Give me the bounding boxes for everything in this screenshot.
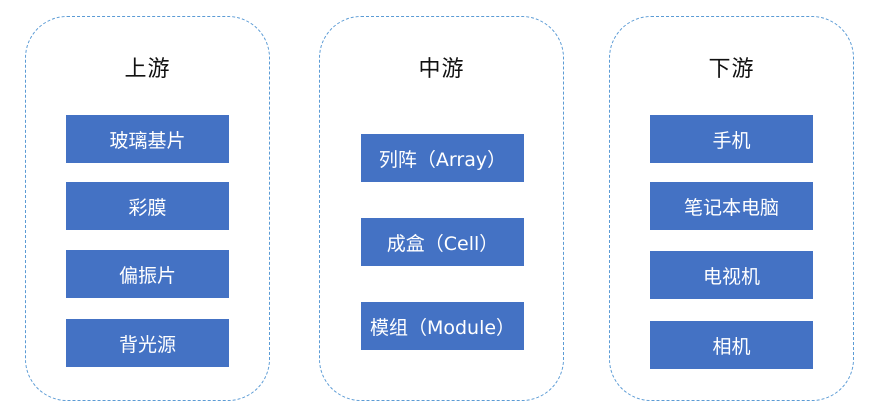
downstream-title: 下游 — [708, 57, 755, 82]
upstream-item-color-filter: 彩膜 — [66, 182, 229, 230]
upstream-item-polarizer: 偏振片 — [66, 250, 229, 298]
upstream-title: 上游 — [124, 57, 171, 82]
midstream-item-module: 模组（Module） — [361, 302, 524, 350]
downstream-column: 下游 手机 笔记本电脑 电视机 相机 — [609, 16, 854, 401]
downstream-item-camera: 相机 — [650, 321, 813, 369]
midstream-column: 中游 列阵（Array） 成盒（Cell） 模组（Module） — [319, 16, 564, 401]
downstream-item-phone: 手机 — [650, 115, 813, 163]
upstream-column: 上游 玻璃基片 彩膜 偏振片 背光源 — [25, 16, 270, 401]
upstream-item-backlight: 背光源 — [66, 319, 229, 367]
upstream-item-glass-substrate: 玻璃基片 — [66, 115, 229, 163]
downstream-item-tv: 电视机 — [650, 251, 813, 299]
midstream-title: 中游 — [418, 57, 465, 82]
midstream-item-cell: 成盒（Cell） — [361, 218, 524, 266]
downstream-item-laptop: 笔记本电脑 — [650, 182, 813, 230]
midstream-item-array: 列阵（Array） — [361, 134, 524, 182]
